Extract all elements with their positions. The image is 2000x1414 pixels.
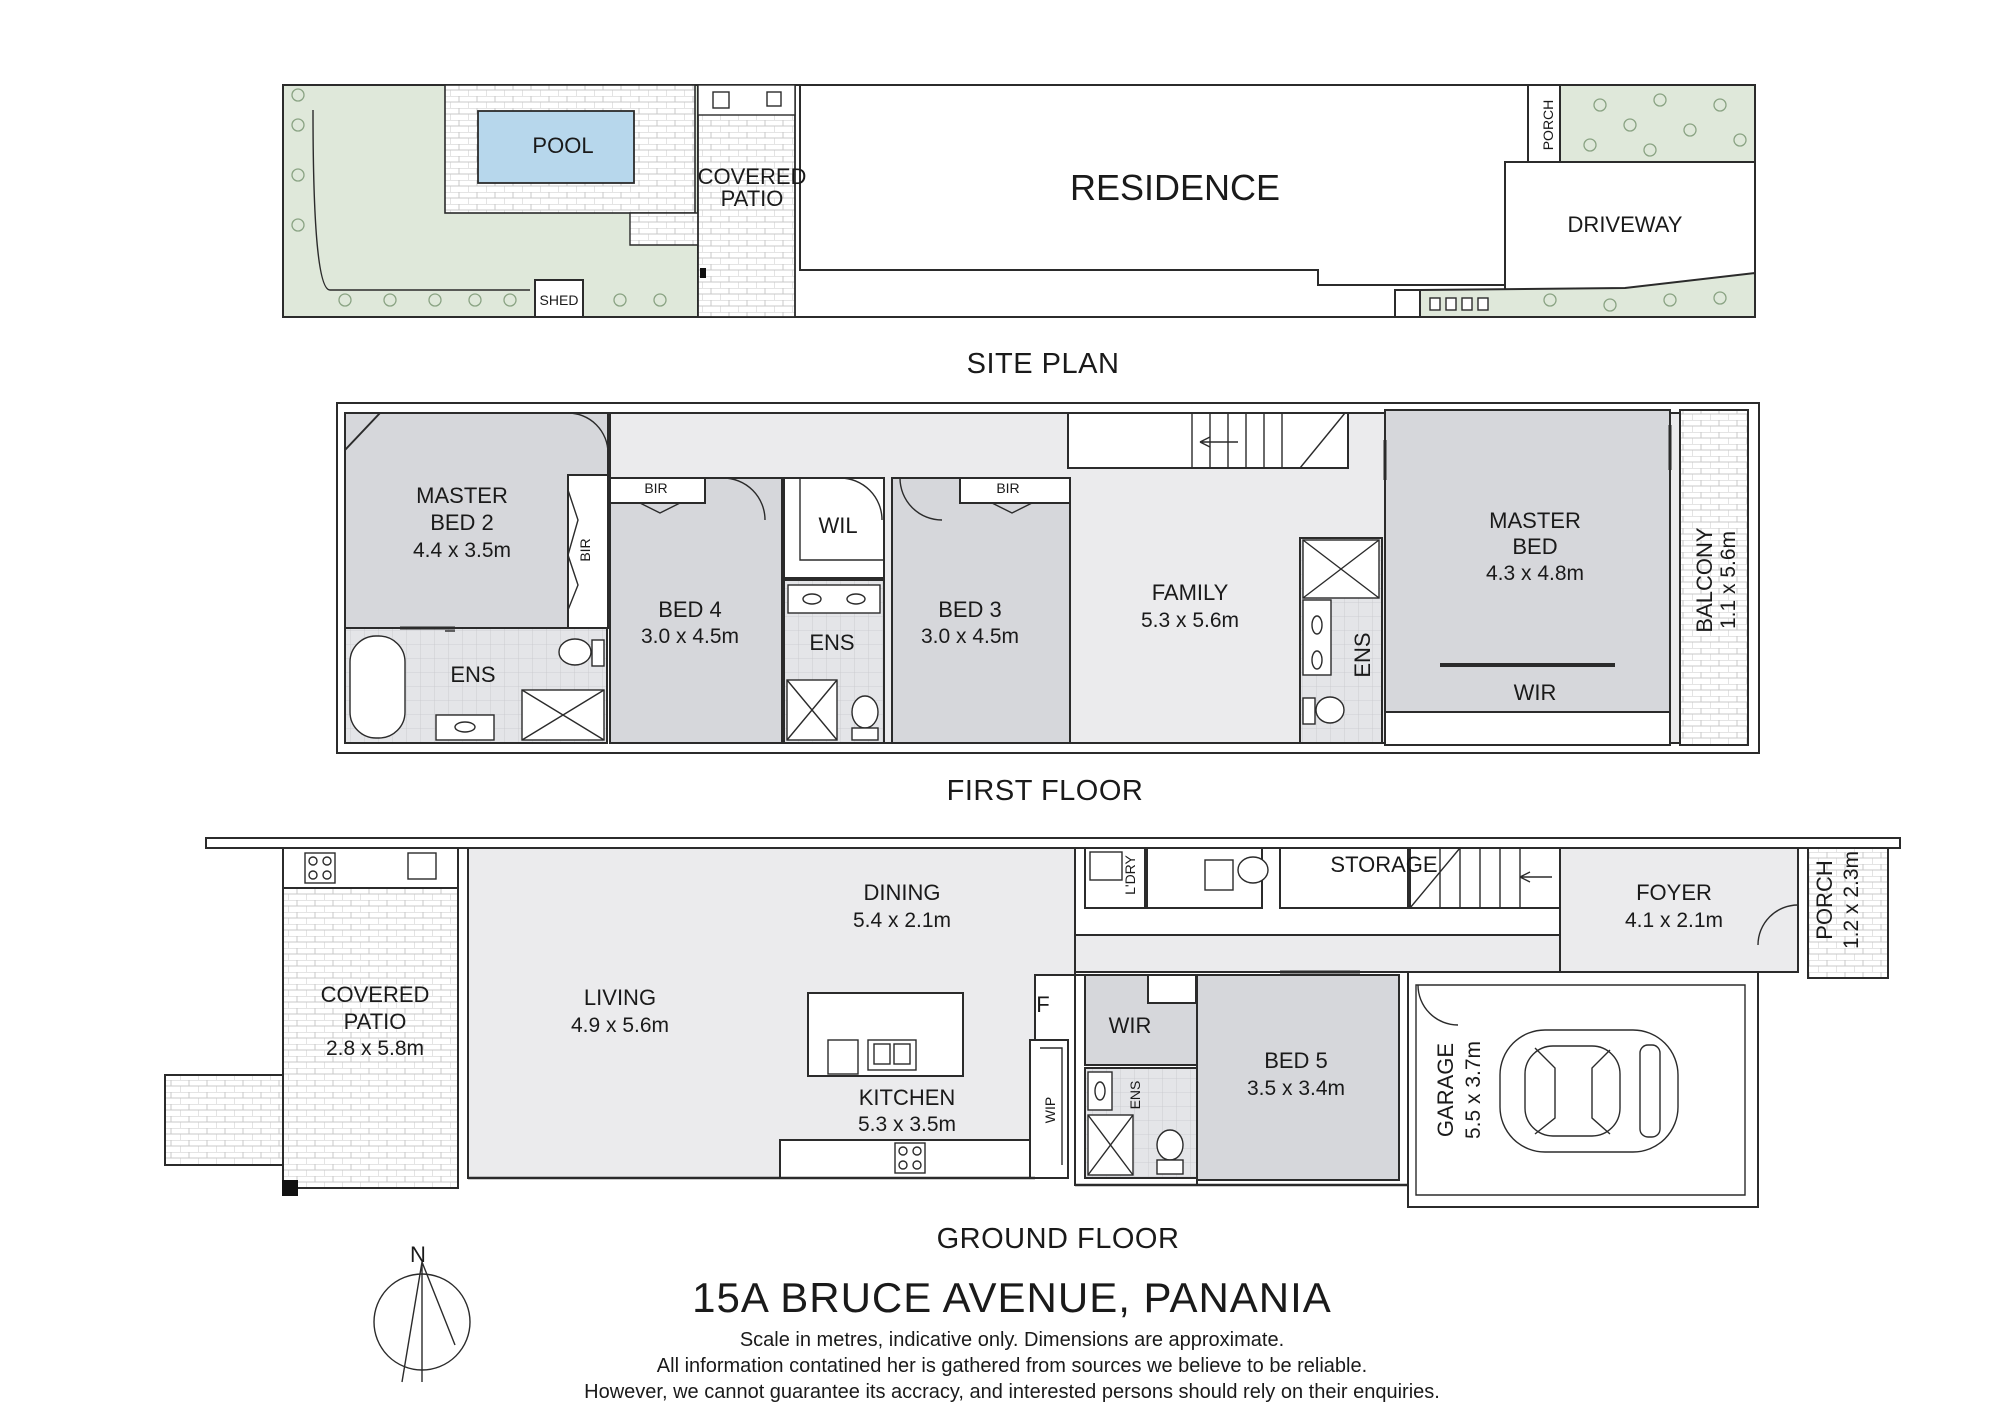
foyer-label: FOYER [1636,880,1712,905]
car-icon [1499,1029,1679,1153]
foyer [1559,847,1799,973]
pool-label: POOL [532,133,593,158]
garage-dims: 5.5 x 3.7m [1462,1041,1485,1139]
living-dims: 4.9 x 5.6m [571,1014,669,1037]
living-dining-kitchen [467,847,1076,1179]
site-plan-title: SITE PLAN [967,348,1120,380]
master-bed-dims: 4.3 x 4.8m [1486,562,1584,585]
compass-icon: N [373,1242,471,1383]
ens-1-label: ENS [450,662,495,687]
disclaimer-line-3: However, we cannot guarantee its accracy… [584,1381,1440,1403]
site-covered-patio [697,84,796,318]
laundry-label: L'DRY [1122,854,1138,894]
site-porch-label: PORCH [1540,100,1556,151]
bed-4-dims: 3.0 x 4.5m [641,625,739,648]
bed-5 [1196,974,1400,1181]
balcony [1679,409,1749,746]
master-bed-label-1: MASTER [1489,508,1581,533]
wip-label: WIP [1042,1097,1058,1123]
bed-5-label: BED 5 [1264,1048,1328,1073]
bed-4 [609,477,783,744]
site-covered-label-2: PATIO [721,186,784,211]
disclaimer-line-2: All information contatined her is gather… [657,1355,1367,1377]
bed-3 [891,477,1071,744]
covered-patio [282,847,459,1189]
kitchen-dims: 5.3 x 3.5m [858,1113,956,1136]
ground-wir-label: WIR [1109,1013,1152,1038]
compass-north-label: N [410,1242,426,1267]
master-bed-2-bir-label: BIR [577,538,593,561]
ground-floor-plan: COVERED PATIO 2.8 x 5.8m LIVING 4.9 x 5.… [164,837,1901,1255]
fridge-label: F [1036,992,1049,1017]
family-label: FAMILY [1152,580,1229,605]
stairs-upper [1067,412,1349,469]
master-bed-2-label-2: BED 2 [430,510,494,535]
master-bed-2-label-1: MASTER [416,483,508,508]
bed-3-bir-label: BIR [996,480,1019,496]
bed-5-dims: 3.5 x 3.4m [1247,1077,1345,1100]
bathtub [349,635,406,739]
bed-3-dims: 3.0 x 4.5m [921,625,1019,648]
storage [1279,847,1409,909]
covered-patio-label-1: COVERED [321,982,430,1007]
bed-4-label: BED 4 [658,597,722,622]
storage-label: STORAGE [1330,852,1437,877]
dining-label: DINING [864,880,941,905]
dining-dims: 5.4 x 2.1m [853,909,951,932]
ground-ens-label: ENS [1127,1081,1143,1110]
site-covered-label-1: COVERED [698,164,807,189]
master-wir-label: WIR [1514,680,1557,705]
bed-4-bir [609,477,706,504]
garage-label: GARAGE [1433,1043,1458,1137]
bed-3-bir [959,477,1071,504]
wil-label: WIL [818,513,857,538]
covered-patio-label-2: PATIO [344,1009,407,1034]
driveway-label: DRIVEWAY [1568,212,1683,237]
balcony-dims: 1.1 x 5.6m [1717,531,1740,629]
living-label: LIVING [584,985,656,1010]
shed-label: SHED [540,292,579,308]
ground-porch-label: PORCH [1812,860,1837,939]
covered-patio-dims: 2.8 x 5.8m [326,1037,424,1060]
master-bed-label-2: BED [1512,534,1557,559]
residence-label: RESIDENCE [1070,167,1280,208]
site-plan: POOL COVERED PATIO RESIDENCE PORCH DRIVE… [282,84,1756,380]
bed-3-label: BED 3 [938,597,1002,622]
first-floor-title: FIRST FLOOR [947,775,1144,807]
shed [534,279,584,318]
bed-4-bir-label: BIR [644,480,667,496]
balcony-label: BALCONY [1692,527,1717,632]
patio-step [164,1074,284,1166]
ground-floor-title: GROUND FLOOR [937,1223,1180,1255]
ground-porch [1807,847,1889,979]
master-bed [1384,409,1671,746]
disclaimer-line-1: Scale in metres, indicative only. Dimens… [740,1329,1284,1351]
ens-2-label: ENS [809,630,854,655]
kitchen-label: KITCHEN [859,1085,956,1110]
ens-3-label: ENS [1350,632,1375,677]
family-dims: 5.3 x 5.6m [1141,609,1239,632]
ground-porch-dims: 1.2 x 2.3m [1840,851,1863,949]
master-bed-2-dims: 4.4 x 3.5m [413,539,511,562]
foyer-dims: 4.1 x 2.1m [1625,909,1723,932]
first-floor-plan: MASTER BED 2 4.4 x 3.5m BIR ENS BIR BED … [336,402,1760,807]
pool [477,110,635,184]
property-address: 15A BRUCE AVENUE, PANANIA [692,1274,1332,1321]
